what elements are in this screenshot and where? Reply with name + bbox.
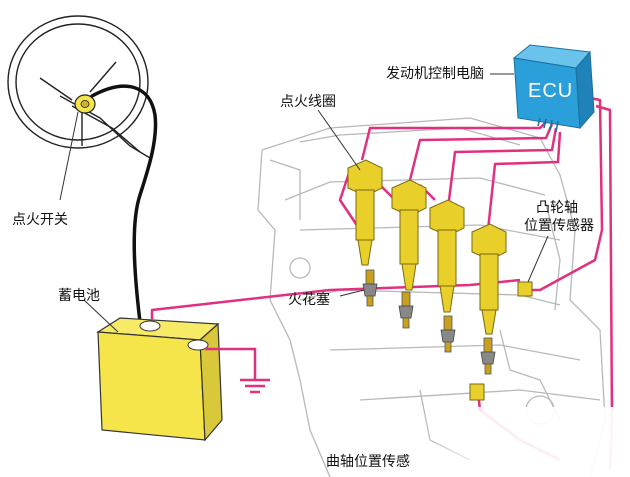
crankshaft-sensor-label: 曲轴位置传感 bbox=[326, 454, 410, 470]
battery-label: 蓄电池 bbox=[58, 288, 100, 304]
spark-plug-1 bbox=[362, 269, 378, 307]
camshaft-sensor bbox=[517, 281, 533, 297]
ignition-coil-4 bbox=[471, 223, 507, 335]
spark-plug-pointer bbox=[339, 289, 365, 297]
ignition-switch-label: 点火开关 bbox=[12, 212, 68, 228]
camshaft-pointer bbox=[527, 235, 549, 283]
ignition-coil-2 bbox=[391, 179, 427, 291]
spark-plug-3 bbox=[440, 315, 456, 353]
ignition-switch-pointer bbox=[59, 111, 79, 201]
coil-pointer bbox=[317, 109, 361, 171]
ignition-switch bbox=[74, 94, 96, 114]
ecu-box-label: ECU bbox=[528, 80, 574, 102]
ignition-coil-3 bbox=[429, 199, 465, 313]
watermark-overlay bbox=[420, 407, 630, 477]
spark-plug-4 bbox=[480, 337, 496, 375]
camshaft-sensor-label-2: 位置传感器 bbox=[524, 218, 594, 234]
ignition-coil-1 bbox=[347, 159, 383, 266]
ecu-module-label: 发动机控制电脑 bbox=[386, 66, 484, 82]
battery bbox=[96, 317, 223, 442]
ignition-coil-label: 点火线圈 bbox=[280, 94, 336, 110]
spark-plug-2 bbox=[398, 291, 414, 329]
crankshaft-sensor bbox=[469, 383, 485, 401]
ecu-module bbox=[512, 44, 595, 133]
battery-pointer bbox=[83, 299, 119, 333]
camshaft-sensor-label-1: 凸轮轴 bbox=[536, 200, 578, 216]
spark-plug-label: 火花塞 bbox=[288, 292, 330, 308]
ground-symbol bbox=[205, 347, 270, 394]
ignition-wire bbox=[90, 84, 158, 324]
